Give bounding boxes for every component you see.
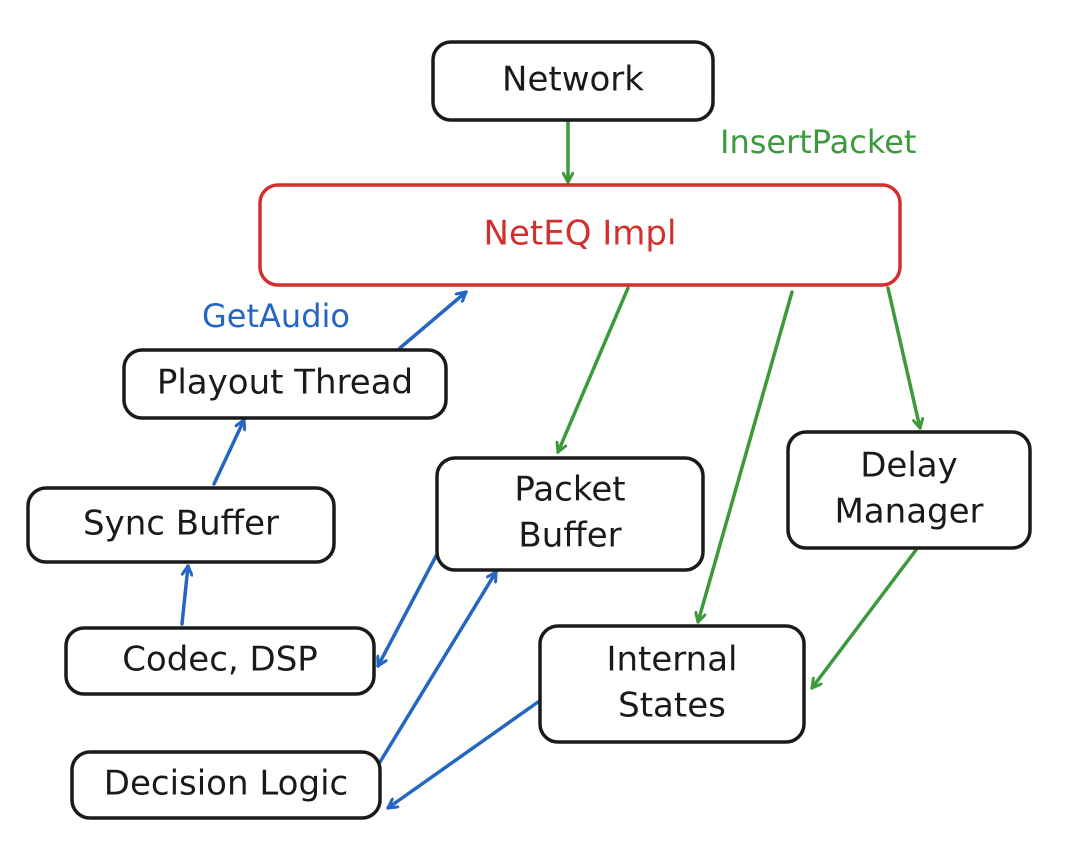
node-playout-thread: Playout Thread — [122, 348, 448, 420]
node-network: Network — [431, 40, 715, 122]
node-neteq-impl: NetEQ Impl — [258, 183, 902, 287]
node-delay-manager-label: Delay — [860, 446, 958, 486]
node-neteq-impl-label: NetEQ Impl — [484, 214, 677, 254]
arrow-neteq-impl-to-packet-buffer — [558, 286, 630, 454]
node-packet-buffer-label: Packet — [514, 470, 625, 510]
node-delay-manager-label: Manager — [834, 492, 983, 532]
node-codec-dsp: Codec, DSP — [64, 626, 376, 696]
arrow-codec-dsp-to-sync-buffer — [180, 564, 188, 626]
node-codec-dsp-box — [64, 626, 376, 696]
arrow-playout-thread-to-neteq-impl — [398, 290, 468, 350]
node-codec-dsp-label: Codec, DSP — [122, 640, 318, 680]
edges — [180, 116, 920, 810]
node-sync-buffer-label: Sync Buffer — [83, 504, 279, 544]
node-sync-buffer: Sync Buffer — [26, 486, 336, 564]
node-network-box — [431, 40, 715, 122]
node-delay-manager-box — [786, 430, 1032, 550]
node-playout-thread-label: Playout Thread — [157, 363, 413, 403]
node-internal-states-label: Internal — [606, 640, 737, 680]
edge-label-get-audio: GetAudio — [202, 297, 350, 335]
node-playout-thread-box — [122, 348, 448, 420]
arrow-neteq-impl-to-internal-states — [698, 290, 794, 624]
arrow-delay-manager-to-internal-states — [810, 548, 918, 690]
arrow-decision-logic-to-packet-buffer — [378, 570, 498, 764]
node-sync-buffer-box — [26, 486, 336, 564]
node-neteq-impl-box — [258, 183, 902, 287]
edge-label-insert-packet: InsertPacket — [720, 123, 916, 161]
node-decision-logic-box — [70, 750, 382, 820]
arrow-packet-buffer-to-codec-dsp — [376, 554, 438, 668]
arrow-neteq-impl-to-delay-manager — [886, 286, 920, 430]
node-internal-states-label: States — [618, 686, 726, 726]
node-packet-buffer-box — [435, 456, 705, 572]
node-internal-states-box — [538, 624, 806, 744]
node-decision-logic-label: Decision Logic — [104, 764, 348, 804]
node-network-label: Network — [502, 60, 644, 100]
node-packet-buffer-label: Buffer — [518, 516, 621, 556]
arrow-sync-buffer-to-playout-thread — [212, 418, 244, 486]
node-decision-logic: Decision Logic — [70, 750, 382, 820]
arrow-internal-states-to-decision-logic — [386, 700, 540, 810]
